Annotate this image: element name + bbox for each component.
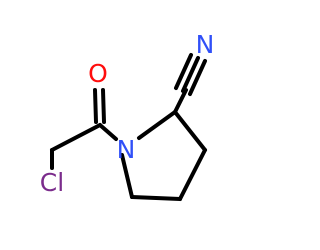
atom-label-nitrogen-ring: N (117, 135, 136, 164)
bond-c2-cn (173, 88, 188, 114)
atom-label-oxygen: O (88, 59, 108, 88)
bond-group (50, 53, 207, 201)
bond-c4-c5 (130, 195, 182, 201)
structure-diagram: N O Cl N (40, 30, 215, 201)
atom-label-chlorine: Cl (40, 168, 64, 197)
bond-nitrile-triple-1 (181, 56, 200, 93)
bond-carbonyl-ch2 (50, 123, 102, 152)
bond-n-carbonyl (98, 123, 118, 141)
bond-c2-c3 (173, 110, 207, 152)
bond-c5-n (120, 153, 134, 199)
bond-c3-c4 (178, 148, 207, 201)
bond-nitrile-triple-3 (174, 53, 193, 90)
bond-nitrile-triple-2 (188, 59, 207, 96)
atom-label-nitrogen-nitrile: N (196, 30, 215, 59)
bond-carbonyl-double-2 (101, 88, 106, 124)
bond-n-c2 (137, 110, 177, 140)
bond-carbonyl-double-1 (93, 88, 98, 124)
